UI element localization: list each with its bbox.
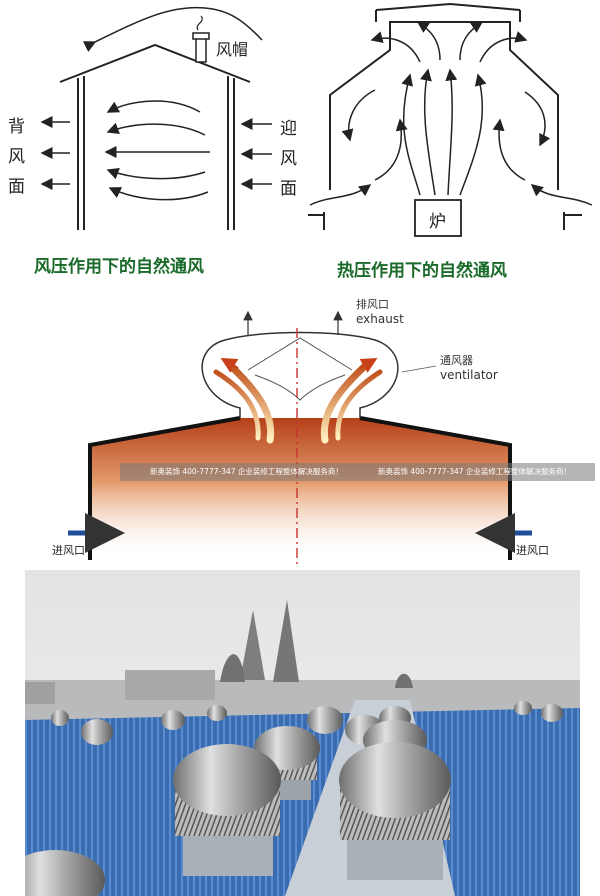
inlet-right-label: 进风口	[516, 544, 549, 557]
thermal-pressure-drawing	[308, 2, 593, 237]
wind-pressure-caption: 风压作用下的自然通风	[34, 257, 204, 277]
inlet-left-label: 进风口	[52, 544, 85, 557]
wind-pressure-drawing	[40, 6, 272, 230]
exhaust-en-label: exhaust	[356, 312, 404, 326]
leeward-label-2: 风	[8, 147, 25, 167]
stove-label: 炉	[429, 212, 446, 232]
exhaust-cn-label: 排风口	[356, 298, 389, 311]
ventilator-diagram: 排风口 exhaust 通风器 ventilator 进风口 进风口	[20, 290, 580, 570]
stove-icon	[414, 199, 462, 237]
ventilator-en-label: ventilator	[440, 368, 498, 382]
wind-pressure-diagram: 风帽 背 风 面 迎 风 面	[0, 0, 300, 240]
windward-label-3: 面	[280, 179, 297, 199]
roof-photo-drawing	[25, 570, 580, 896]
watermark-banner	[120, 463, 595, 481]
watermark-text-1: 新奥装饰 400-7777-347 企业装修工程整体解决服务商！	[150, 467, 343, 476]
windward-label-1: 迎	[280, 119, 297, 139]
leeward-label-1: 背	[8, 117, 25, 137]
ventilator-cn-label: 通风器	[440, 354, 473, 367]
leeward-label-3: 面	[8, 177, 25, 197]
roof-ventilator-photo	[25, 570, 580, 896]
wind-cap-icon	[195, 37, 207, 63]
ventilator-drawing	[68, 310, 532, 565]
watermark-text-2: 新奥装饰 400-7777-347 企业装修工程整体解决服务商！	[378, 467, 571, 476]
thermal-pressure-caption: 热压作用下的自然通风	[337, 261, 507, 281]
windward-label-2: 风	[280, 149, 297, 169]
wind-cap-label: 风帽	[216, 40, 249, 59]
thermal-pressure-diagram: 炉	[300, 0, 600, 240]
